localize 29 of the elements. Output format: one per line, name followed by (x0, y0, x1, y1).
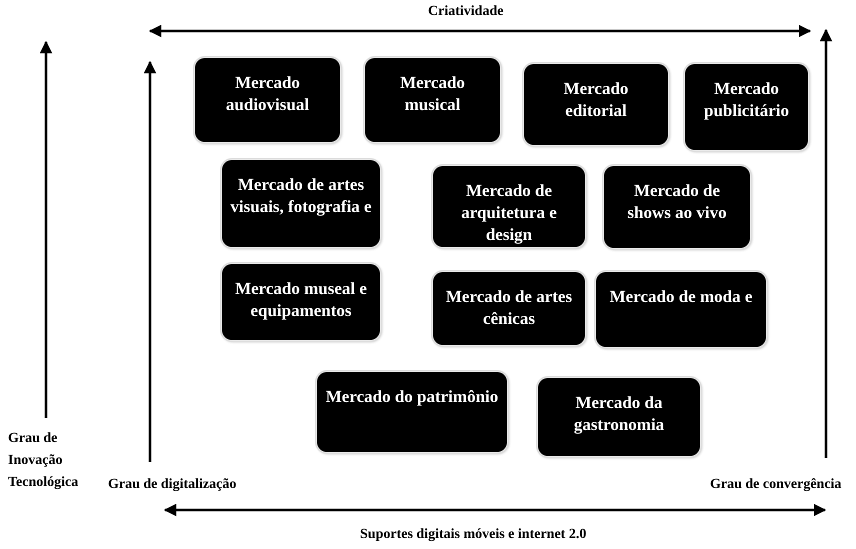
market-box (195, 58, 340, 142)
market-box (433, 272, 585, 345)
market-box (685, 64, 808, 150)
axis-label: Grau de Inovação Tecnológica (8, 430, 80, 492)
axis-label: Suportes digitais móveis e internet 2.0 (360, 527, 586, 543)
axis-label: Grau de digitalização (108, 477, 236, 493)
market-box (222, 160, 380, 247)
market-box (317, 372, 507, 452)
market-box (524, 64, 668, 145)
market-box (222, 264, 380, 340)
market-label: Mercado da gastronomia (574, 393, 664, 434)
market-label: Mercado de shows ao vivo (627, 181, 727, 222)
market-box (604, 166, 750, 248)
market-label: Mercado publicitário (704, 79, 789, 120)
market-label: Mercado de artes cênicas (446, 287, 572, 328)
axis-label: Criatividade (428, 4, 504, 20)
market-label: Mercado de artes visuais, fotografia e (230, 175, 372, 216)
market-label: Mercado editorial (564, 79, 628, 120)
market-box (433, 166, 585, 247)
market-label: Mercado de arquitetura e design (461, 181, 557, 244)
market-label: Mercado musical (400, 73, 465, 114)
market-label: Mercado audiovisual (226, 73, 310, 114)
market-box (596, 272, 766, 347)
axis-label: Grau de convergência (710, 477, 842, 493)
market-box (538, 378, 700, 456)
market-label: Mercado de moda e (610, 287, 752, 306)
market-label: Mercado museal e equipamentos (235, 279, 367, 320)
market-box (365, 58, 500, 142)
market-label: Mercado do patrimônio (326, 387, 498, 406)
